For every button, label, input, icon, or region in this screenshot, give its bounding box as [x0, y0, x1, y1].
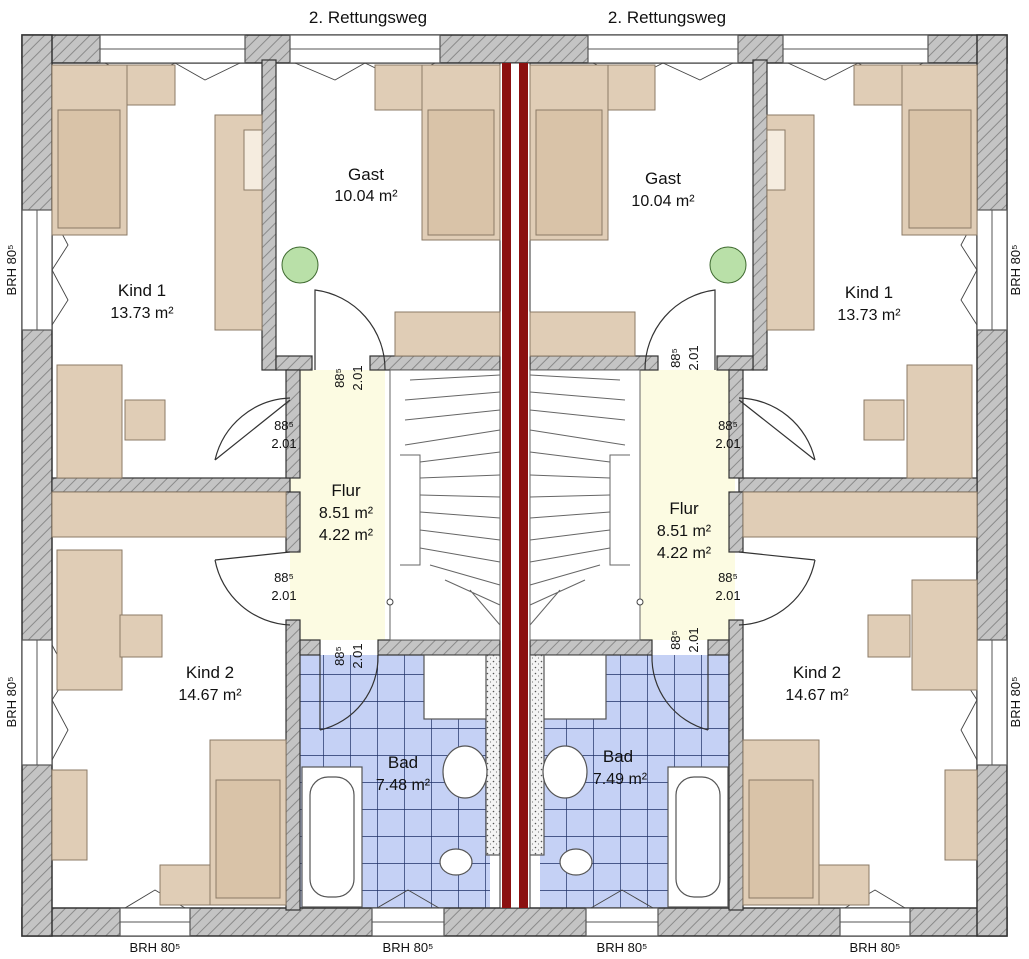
brh-label: BRH 80⁵ — [1008, 245, 1023, 296]
door-dim-width: 88⁵ — [332, 646, 347, 666]
labels: 2. Rettungsweg 2. Rettungsweg Gast 10.04… — [4, 8, 1023, 955]
furniture — [51, 64, 978, 906]
room-name-left-bad: Bad — [388, 753, 418, 772]
door-dim-height: 2.01 — [350, 365, 365, 390]
bath-fixtures — [301, 654, 729, 908]
escape-route-label-right: 2. Rettungsweg — [608, 8, 726, 27]
room-name-right-gast: Gast — [645, 169, 681, 188]
room-name-right-flur: Flur — [669, 499, 699, 518]
brh-label: BRH 80⁵ — [850, 940, 901, 955]
brh-label: BRH 80⁵ — [383, 940, 434, 955]
room-name-right-kind1: Kind 1 — [845, 283, 893, 302]
room-name-left-gast: Gast — [348, 165, 384, 184]
room-area-right-gast: 10.04 m² — [631, 193, 695, 210]
room-name-left-flur: Flur — [331, 481, 361, 500]
room-area-right-flur: 8.51 m² — [657, 523, 712, 540]
door-dim-width: 88⁵ — [668, 348, 683, 368]
door-dim-height: 2.01 — [715, 588, 740, 603]
brh-label: BRH 80⁵ — [1008, 677, 1023, 728]
left-hall-floor — [290, 370, 385, 640]
brh-label: BRH 80⁵ — [4, 245, 19, 296]
room-area-left-gast: 10.04 m² — [334, 188, 398, 205]
door-dim-height: 2.01 — [271, 436, 296, 451]
door-dim-height: 2.01 — [715, 436, 740, 451]
staircase-left — [386, 369, 501, 641]
brh-label: BRH 80⁵ — [130, 940, 181, 955]
doors — [214, 289, 816, 731]
room-area-right-kind2: 14.67 m² — [785, 687, 849, 704]
room-area-right-bad: 7.49 m² — [593, 771, 648, 788]
right-hall-floor — [640, 370, 735, 640]
door-dim-width: 88⁵ — [718, 418, 738, 433]
room-name-left-kind1: Kind 1 — [118, 281, 166, 300]
door-dim-width: 88⁵ — [274, 418, 294, 433]
room-area-left-bad: 7.48 m² — [376, 777, 431, 794]
room-name-right-bad: Bad — [603, 747, 633, 766]
staircase-right — [529, 369, 644, 641]
party-wall — [499, 62, 531, 909]
escape-route-label-left: 2. Rettungsweg — [309, 8, 427, 27]
room-name-right-kind2: Kind 2 — [793, 663, 841, 682]
room-area-right-kind1: 13.73 m² — [837, 307, 901, 324]
door-dim-height: 2.01 — [271, 588, 296, 603]
brh-label: BRH 80⁵ — [597, 940, 648, 955]
room-area-left-kind2: 14.67 m² — [178, 687, 242, 704]
room-area-left-flur: 8.51 m² — [319, 505, 374, 522]
door-dim-height: 2.01 — [686, 345, 701, 370]
door-dim-height: 2.01 — [686, 627, 701, 652]
door-dim-width: 88⁵ — [274, 570, 294, 585]
interior-walls — [51, 59, 978, 911]
door-dim-width: 88⁵ — [668, 630, 683, 650]
window-glazing — [36, 48, 993, 923]
brh-label: BRH 80⁵ — [4, 677, 19, 728]
room-area-left-kind1: 13.73 m² — [110, 305, 174, 322]
door-dim-width: 88⁵ — [718, 570, 738, 585]
room-area2-right-flur: 4.22 m² — [657, 545, 712, 562]
room-area2-left-flur: 4.22 m² — [319, 527, 374, 544]
door-dim-height: 2.01 — [350, 643, 365, 668]
plant-icons — [281, 246, 747, 284]
door-dim-width: 88⁵ — [332, 368, 347, 388]
room-name-left-kind2: Kind 2 — [186, 663, 234, 682]
